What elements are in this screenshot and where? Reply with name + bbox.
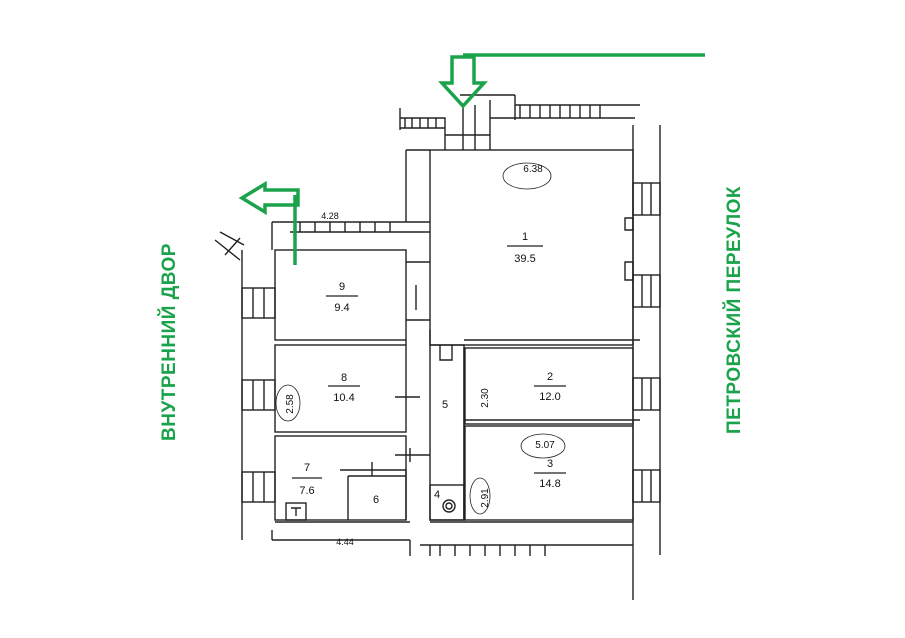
room-1-area: 39.5 — [514, 253, 535, 265]
room-8-number: 8 — [341, 372, 347, 384]
dim-circle-bottom — [469, 477, 491, 515]
dim-2-30: 2.30 — [480, 388, 491, 408]
outer-wall-left — [241, 221, 290, 540]
room-8-outline — [274, 344, 407, 433]
door-swing — [214, 231, 245, 261]
dim-6-38: 6.38 — [523, 164, 543, 175]
room-2-outline — [464, 347, 634, 425]
dim-circle-left — [275, 384, 301, 422]
dim-2-91: 2.91 — [480, 488, 491, 508]
arrow-left-icon — [238, 180, 300, 216]
room-8-area: 10.4 — [333, 392, 354, 404]
dim-circle-top — [502, 162, 552, 190]
side-label-courtyard: ВНУТРЕННИЙ ДВОР — [159, 243, 180, 441]
side-label-street: ПЕТРОВСКИЙ ПЕРЕУЛОК — [724, 185, 745, 434]
room-3-outline — [464, 425, 634, 521]
room-3-number: 3 — [547, 458, 553, 470]
room-1-right-stub — [624, 217, 634, 281]
bottom-hatches — [439, 545, 546, 556]
windows-left — [241, 287, 276, 503]
room-6-outline — [340, 462, 407, 520]
bottom-structure — [271, 530, 633, 556]
room-3-area: 14.8 — [539, 478, 560, 490]
corridor-hatches — [299, 222, 391, 232]
dim-2-58: 2.58 — [285, 394, 296, 414]
stairs-entrance — [445, 94, 491, 150]
room-7-area: 7.6 — [299, 485, 314, 497]
dim-4-28: 4.28 — [321, 211, 339, 221]
inner-walls — [275, 330, 640, 523]
room-1-number: 1 — [522, 231, 528, 243]
room-7-number: 7 — [304, 462, 310, 474]
room-5-number: 5 — [442, 399, 448, 411]
toilet-box — [285, 502, 307, 521]
room-2-number: 2 — [547, 371, 553, 383]
room-9-door — [406, 261, 430, 321]
entrance-wall-top — [399, 94, 640, 150]
toilet-icon — [442, 499, 456, 513]
room-7-door — [395, 448, 430, 462]
room-9-number: 9 — [339, 281, 345, 293]
dim-5-07: 5.07 — [535, 440, 555, 451]
room-9-area: 9.4 — [334, 302, 349, 314]
arrow-down-icon — [438, 55, 488, 109]
room-6-number: 6 — [373, 494, 379, 506]
corridor-top-wall — [290, 149, 430, 233]
room-4-number: 4 — [434, 489, 440, 501]
dim-4-44: 4.44 — [336, 537, 354, 547]
room-1-outline — [429, 149, 634, 346]
room-2-area: 12.0 — [539, 391, 560, 403]
dim-circle-mid — [520, 433, 566, 459]
corridor-stub — [439, 345, 453, 361]
top-fence — [400, 105, 601, 129]
windows-right — [632, 182, 661, 503]
